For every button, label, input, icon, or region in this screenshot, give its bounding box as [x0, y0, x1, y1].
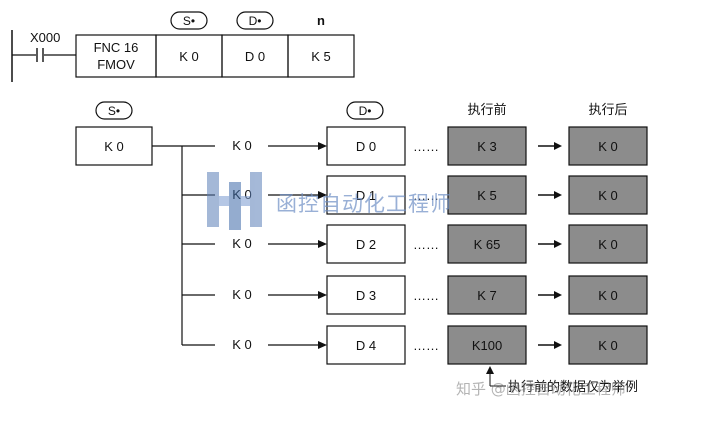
watermark-corner-text: 知乎 @函控自动化工程师: [456, 380, 626, 398]
fill-move-diagram: S• D• 执行前 执行后 K 0 K 0 D 0 …… K 3 K 0 K 0 D 1 ………: [75, 101, 648, 395]
before-value-box: [447, 325, 527, 365]
before-value-box: [447, 126, 527, 166]
before-value-box: [447, 175, 527, 215]
after-value: K 0: [598, 288, 618, 303]
transfer-arrowhead: [318, 341, 327, 349]
transfer-arrowhead: [318, 142, 327, 150]
dest-register-box: [326, 325, 406, 365]
before-value: K100: [472, 338, 502, 353]
after-value: K 0: [598, 338, 618, 353]
result-arrowhead: [554, 191, 562, 199]
ellipsis: ……: [413, 288, 439, 303]
row-source-label: K 0: [232, 287, 252, 302]
note-arrowhead: [486, 366, 494, 374]
dest-register-label: D 2: [356, 237, 376, 252]
transfer-arrowhead: [318, 240, 327, 248]
ellipsis: ……: [413, 188, 439, 203]
dest-register-label: D 4: [356, 338, 376, 353]
dest-register-label: D 1: [356, 188, 376, 203]
before-value-box: [447, 275, 527, 315]
transfer-row: K 0 D 3 …… K 7 K 0: [182, 275, 648, 315]
before-value: K 5: [477, 188, 497, 203]
header-after: 执行后: [588, 103, 627, 118]
header-before: 执行前: [467, 102, 506, 118]
transfer-row: K 0 D 4 …… K100 K 0: [182, 325, 648, 365]
n-tag: n: [317, 13, 325, 28]
before-value-box: [447, 224, 527, 264]
contact-label: X000: [30, 30, 60, 45]
transfer-row: K 0 D 0 …… K 3 K 0: [182, 126, 648, 166]
before-value: K 7: [477, 288, 497, 303]
dest-register-box: [326, 126, 406, 166]
after-value-box: [568, 175, 648, 215]
after-value-box: [568, 224, 648, 264]
example-note: 执行前的数据仅为举例: [508, 379, 638, 395]
s-tag: S•: [183, 14, 195, 28]
d-tag-pill: [236, 11, 274, 30]
d-operand: D 0: [245, 49, 265, 64]
before-value: K 3: [477, 139, 497, 154]
source-tag-pill: [95, 101, 133, 120]
ellipsis: ……: [413, 338, 439, 353]
transfer-row: K 0 D 2 …… K 65 K 0: [182, 224, 648, 264]
after-value-box: [568, 126, 648, 166]
fnc-number: FNC 16: [94, 40, 139, 55]
watermark-logo: [207, 172, 262, 230]
ellipsis: ……: [413, 139, 439, 154]
result-arrowhead: [554, 291, 562, 299]
transfer-arrowhead: [318, 291, 327, 299]
ladder-instruction: X000 FNC 16 FMOV K 0 D 0 K 5 S• D• n: [11, 11, 355, 82]
source-value: K 0: [104, 139, 124, 154]
after-value: K 0: [598, 188, 618, 203]
dest-register-box: [326, 175, 406, 215]
dest-register-label: D 3: [356, 288, 376, 303]
result-arrowhead: [554, 142, 562, 150]
watermark-center-text: 函控自动化工程师: [276, 192, 452, 216]
s-tag-pill: [170, 11, 208, 30]
n-operand-box: [287, 34, 355, 78]
transfer-arrowhead: [318, 191, 327, 199]
n-operand: K 5: [311, 49, 331, 64]
fnc-mnemonic: FMOV: [97, 57, 135, 72]
after-value-box: [568, 275, 648, 315]
d-tag: D•: [249, 14, 262, 28]
after-value: K 0: [598, 139, 618, 154]
after-value-box: [568, 325, 648, 365]
dest-register-box: [326, 224, 406, 264]
s-operand: K 0: [179, 49, 199, 64]
dest-tag-pill: [346, 101, 384, 120]
ellipsis: ……: [413, 237, 439, 252]
after-value: K 0: [598, 237, 618, 252]
source-tag: S•: [108, 104, 120, 118]
row-source-label: K 0: [232, 138, 252, 153]
row-source-label: K 0: [232, 236, 252, 251]
dest-register-box: [326, 275, 406, 315]
result-arrowhead: [554, 341, 562, 349]
result-arrowhead: [554, 240, 562, 248]
row-source-label: K 0: [232, 337, 252, 352]
before-value: K 65: [474, 237, 501, 252]
dest-tag: D•: [359, 104, 372, 118]
dest-register-label: D 0: [356, 139, 376, 154]
